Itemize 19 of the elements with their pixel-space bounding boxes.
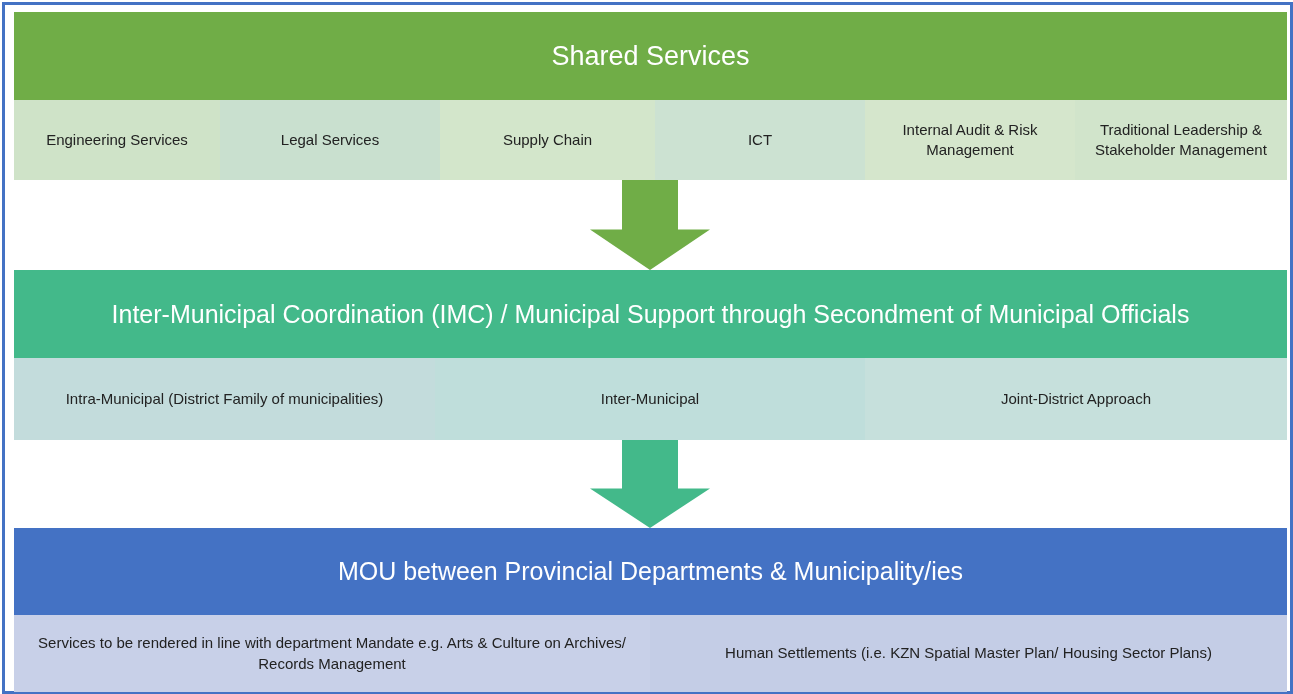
category-cell: ICT bbox=[655, 100, 865, 180]
section-heading: Shared Services bbox=[551, 40, 750, 72]
section-panel bbox=[14, 270, 1287, 440]
block-arrow bbox=[590, 180, 710, 270]
section-panel bbox=[14, 528, 1287, 692]
block-arrow bbox=[590, 440, 710, 528]
category-cell: Intra-Municipal (District Family of municipalities) bbox=[14, 358, 435, 440]
category-cell: Traditional Leadership & Stakeholder Management bbox=[1075, 100, 1287, 180]
category-cell: Inter-Municipal bbox=[435, 358, 865, 440]
category-cell: Engineering Services bbox=[14, 100, 220, 180]
category-cell: Supply Chain bbox=[440, 100, 655, 180]
category-cell: Services to be rendered in line with department Mandate e.g. Arts & Culture on Archives/ Records Management bbox=[14, 615, 650, 692]
category-cell: Human Settlements (i.e. KZN Spatial Master Plan/ Housing Sector Plans) bbox=[650, 615, 1287, 692]
category-cell: Legal Services bbox=[220, 100, 440, 180]
category-cell: Internal Audit & Risk Management bbox=[865, 100, 1075, 180]
section-heading: Inter-Municipal Coordination (IMC) / Municipal Support through Secondment of Municipal Officials bbox=[111, 299, 1190, 329]
section-panel bbox=[14, 12, 1287, 180]
category-cell: Joint-District Approach bbox=[865, 358, 1287, 440]
section-heading: MOU between Provincial Departments & Municipality/ies bbox=[337, 557, 964, 586]
